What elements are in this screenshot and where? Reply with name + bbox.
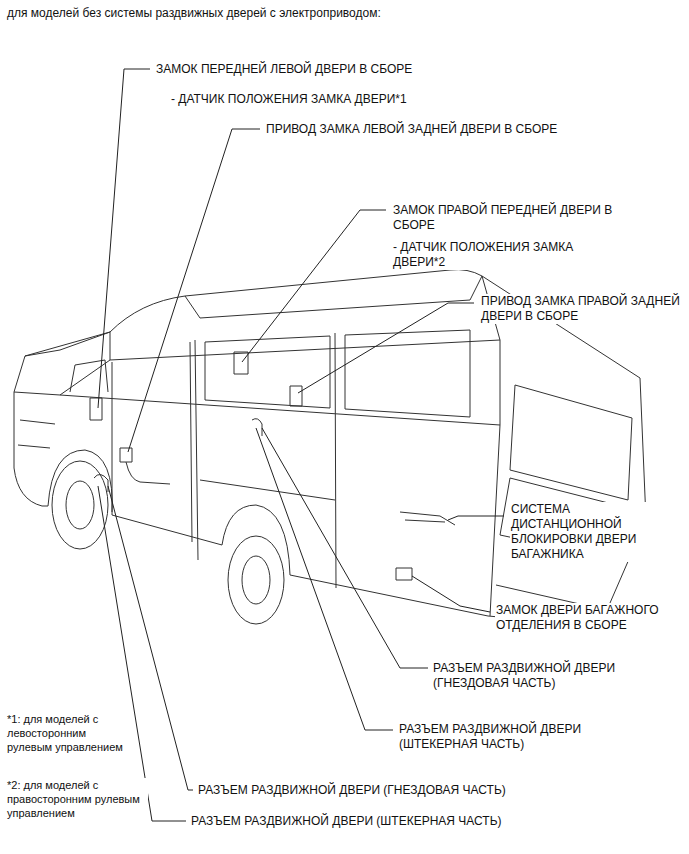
part-label: ЗАМОК ПРАВОЙ ПЕРЕДНЕЙ ДВЕРИ В СБОРЕ	[392, 203, 629, 233]
part-label: - ДАТЧИК ПОЛОЖЕНИЯ ЗАМКА ДВЕРИ*2	[392, 240, 624, 270]
part-label: ПРИВОД ЗАМКА ЛЕВОЙ ЗАДНЕЙ ДВЕРИ В СБОРЕ	[265, 122, 558, 137]
part-label: РАЗЪЕМ РАЗДВИЖНОЙ ДВЕРИ (ГНЕЗДОВАЯ ЧАСТЬ…	[432, 661, 679, 691]
footnote: *2: для моделей с правосторонним рулевым…	[6, 778, 148, 820]
part-label: - ДАТЧИК ПОЛОЖЕНИЯ ЗАМКА ДВЕРИ*1	[170, 92, 408, 107]
part-label: ПРИВОД ЗАМКА ПРАВОЙ ЗАДНЕЙ ДВЕРИ В СБОРЕ	[480, 294, 682, 324]
part-label: РАЗЪЕМ РАЗДВИЖНОЙ ДВЕРИ (ГНЕЗДОВАЯ ЧАСТЬ…	[197, 783, 507, 798]
part-label: ЗАМОК ПЕРЕДНЕЙ ЛЕВОЙ ДВЕРИ В СБОРЕ	[155, 62, 413, 77]
part-label: СИСТЕМА ДИСТАНЦИОННОЙ БЛОКИРОВКИ ДВЕРИ Б…	[510, 502, 677, 562]
heading: для моделей без системы раздвижных двере…	[6, 6, 382, 21]
leader-lines	[98, 69, 504, 821]
part-label: ЗАМОК ДВЕРИ БАГАЖНОГО ОТДЕЛЕНИЯ В СБОРЕ	[495, 603, 682, 633]
part-label: РАЗЪЕМ РАЗДВИЖНОЙ ДВЕРИ (ШТЕКЕРНАЯ ЧАСТЬ…	[190, 814, 503, 829]
part-label: РАЗЪЕМ РАЗДВИЖНОЙ ДВЕРИ (ШТЕКЕРНАЯ ЧАСТЬ…	[398, 722, 655, 752]
footnote: *1: для моделей с левосторонним рулевым …	[6, 712, 133, 754]
